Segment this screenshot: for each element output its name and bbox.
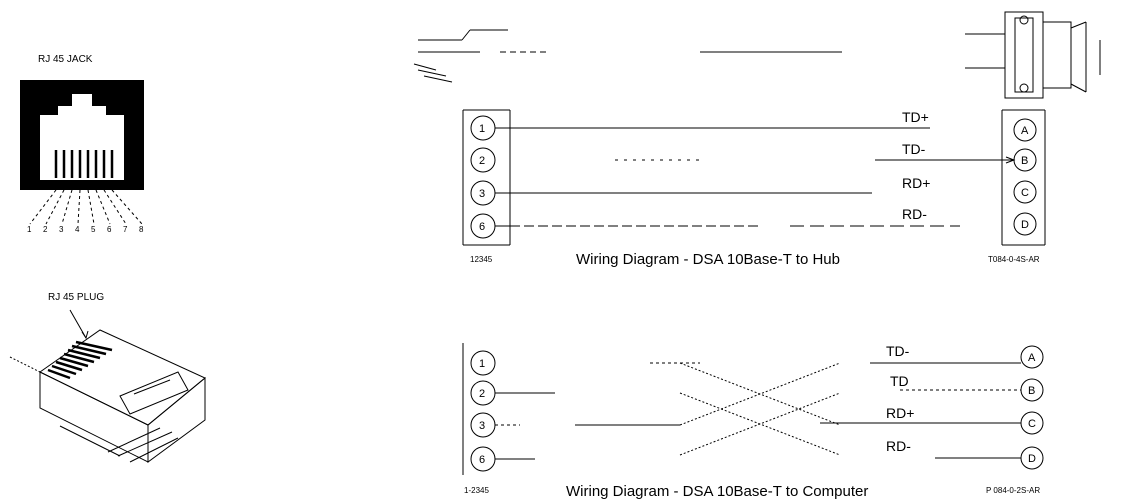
hub-right-pin: A: [1021, 125, 1029, 137]
jack-pin-label: 8: [139, 225, 144, 234]
computer-wiring-diagram: 1 2 3 6 A B C D: [462, 343, 1044, 500]
hub-wires: [495, 127, 1016, 227]
jack-pin-label: 1: [27, 225, 32, 234]
computer-wires: [495, 362, 1021, 460]
hub-right-connector-label: T084-0-4S-AR: [988, 255, 1040, 264]
computer-right-pin: B: [1028, 385, 1035, 397]
jack-pin-label: 6: [107, 225, 112, 234]
computer-left-pin: 3: [479, 420, 485, 432]
computer-right-pin: C: [1028, 418, 1036, 430]
jack-pin-label: 3: [59, 225, 64, 234]
hub-left-connector: [462, 109, 511, 246]
rj45-plug: RJ 45 PLUG: [9, 292, 206, 463]
computer-left-pin-labels: 1 2 3 6: [479, 358, 485, 466]
computer-diagram-caption: Wiring Diagram - DSA 10Base-T to Compute…: [566, 483, 868, 500]
hub-wiring-diagram: 1 2 3 6 A B C D: [462, 109, 1046, 268]
hub-wire-label: TD+: [902, 109, 929, 125]
computer-left-pin: 2: [479, 388, 485, 400]
computer-left-pin: 1: [479, 358, 485, 370]
hub-wire-label: RD-: [902, 206, 927, 222]
computer-right-connector: [1020, 345, 1044, 470]
computer-right-pin: D: [1028, 453, 1036, 465]
cable-assembly-drawing: [413, 11, 1101, 99]
jack-title: RJ 45 JACK: [38, 54, 93, 65]
hub-left-pin: 3: [479, 188, 485, 200]
hub-right-pin: B: [1021, 155, 1028, 167]
computer-right-connector-label: P 084-0-2S-AR: [986, 486, 1040, 495]
hub-diagram-caption: Wiring Diagram - DSA 10Base-T to Hub: [576, 251, 840, 268]
plug-title: RJ 45 PLUG: [48, 292, 104, 303]
computer-wire-label: RD+: [886, 405, 914, 421]
computer-wire-label: TD-: [886, 343, 910, 359]
computer-right-pin: A: [1028, 352, 1036, 364]
jack-pin-label: 5: [91, 225, 96, 234]
computer-left-pin: 6: [479, 454, 485, 466]
hub-wire-label: TD-: [902, 141, 926, 157]
hub-left-pin: 2: [479, 155, 485, 167]
hub-wire-labels: TD+ TD- RD+ RD-: [902, 109, 930, 222]
jack-pin-labels: 1 2 3 4 5 6 7 8: [27, 225, 144, 234]
computer-wire-label: RD-: [886, 438, 911, 454]
hub-wire-label: RD+: [902, 175, 930, 191]
jack-socket-icon: [20, 80, 144, 190]
hub-right-pin: C: [1021, 187, 1029, 199]
plug-icon: [9, 309, 206, 463]
computer-right-pin-labels: A B C D: [1028, 352, 1036, 465]
jack-pin-label: 7: [123, 225, 128, 234]
hub-left-pin: 1: [479, 123, 485, 135]
computer-wire-label: TD: [890, 373, 909, 389]
hub-right-pin: D: [1021, 219, 1029, 231]
jack-pin-label: 4: [75, 225, 80, 234]
computer-left-connector-label: 1-2345: [464, 486, 489, 495]
rj45-jack: RJ 45 JACK: [20, 54, 144, 234]
hub-right-pin-labels: A B C D: [1021, 125, 1029, 231]
hub-left-connector-label: 12345: [470, 255, 493, 264]
computer-wire-labels: TD- TD RD+ RD-: [886, 343, 914, 454]
hub-left-pin: 6: [479, 221, 485, 233]
jack-pin-fanout: [29, 189, 143, 225]
jack-pin-label: 2: [43, 225, 48, 234]
hub-left-pin-labels: 1 2 3 6: [479, 123, 485, 233]
